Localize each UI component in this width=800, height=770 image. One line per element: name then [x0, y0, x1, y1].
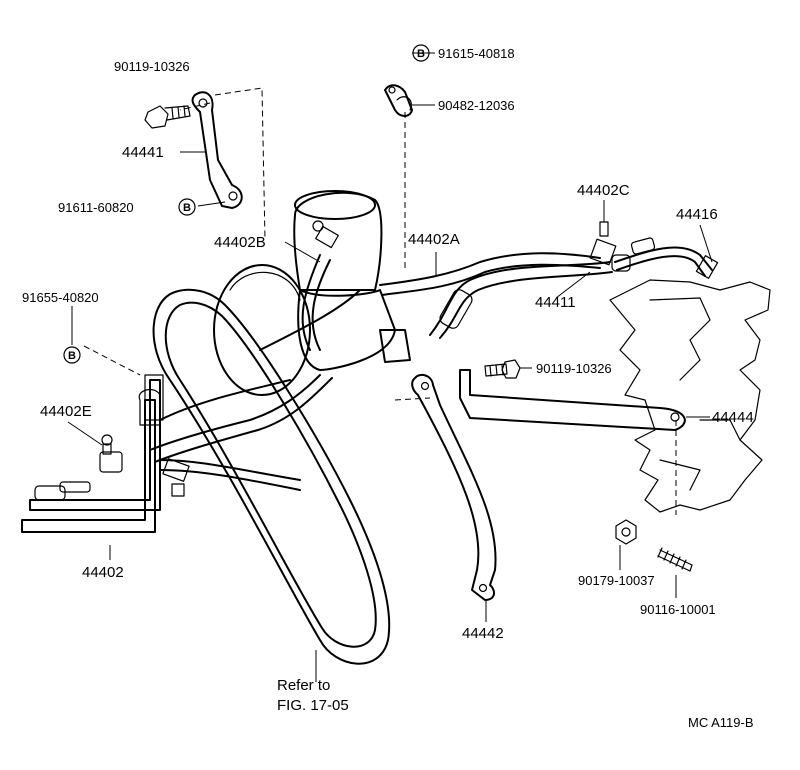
bracket-44441 — [191, 91, 243, 209]
stud-90116 — [657, 547, 693, 572]
label-44444: 44444 — [712, 409, 754, 426]
label-90119-mid: 90119-10326 — [536, 361, 612, 376]
cooler-bracket — [138, 374, 190, 497]
b-marker-91615: B — [412, 44, 430, 62]
bolt-90119-top — [144, 105, 191, 129]
pump-reservoir — [293, 190, 383, 291]
hose-44411 — [429, 261, 613, 339]
bracket-44442 — [411, 373, 497, 601]
engine-outline — [609, 279, 771, 513]
svg-text:B: B — [183, 202, 191, 214]
bolt-90119-mid — [484, 359, 521, 379]
label-44416: 44416 — [676, 206, 718, 223]
pump-pulley — [213, 264, 311, 396]
illustration-code: MC A119-B — [688, 715, 754, 730]
drive-belt — [152, 288, 391, 665]
return-pipe — [149, 289, 361, 463]
label-44442: 44442 — [462, 625, 504, 642]
b-marker-91611: B — [178, 198, 196, 216]
label-44402: 44402 — [82, 564, 124, 581]
label-90116: 90116-10001 — [640, 602, 716, 617]
clamp-90482 — [384, 84, 413, 117]
label-44402A: 44402A — [408, 231, 460, 248]
label-90179: 90179-10037 — [578, 573, 655, 588]
nut-90179 — [615, 519, 637, 545]
label-90482: 90482-12036 — [438, 98, 515, 113]
alignment-lines — [83, 87, 677, 515]
stay-44444 — [459, 369, 686, 431]
label-44411: 44411 — [535, 294, 576, 311]
label-91611: 91611-60820 — [58, 200, 134, 215]
pipe-44416 — [614, 237, 719, 279]
hose-44402B — [301, 220, 339, 351]
leader-lines — [67, 52, 713, 682]
label-44402B: 44402B — [214, 234, 266, 251]
b-marker-91655: B — [63, 346, 81, 364]
label-90119-top: 90119-10326 — [114, 59, 190, 74]
pump-body — [297, 289, 411, 371]
label-44441: 44441 — [122, 144, 164, 161]
label-44402C: 44402C — [577, 182, 630, 199]
label-91655: 91655-40820 — [22, 290, 99, 305]
reference-note-line1: Refer to — [277, 677, 330, 694]
clamp-44402E — [99, 434, 123, 473]
label-91615: 91615-40818 — [438, 46, 515, 61]
svg-text:B: B — [68, 350, 76, 362]
reference-note-line2: FIG. 17-05 — [277, 697, 349, 714]
svg-text:B: B — [417, 48, 425, 60]
union-fitting-44402C — [589, 221, 631, 272]
label-44402E: 44402E — [40, 403, 92, 420]
cooler-pipe-44402 — [21, 379, 301, 533]
